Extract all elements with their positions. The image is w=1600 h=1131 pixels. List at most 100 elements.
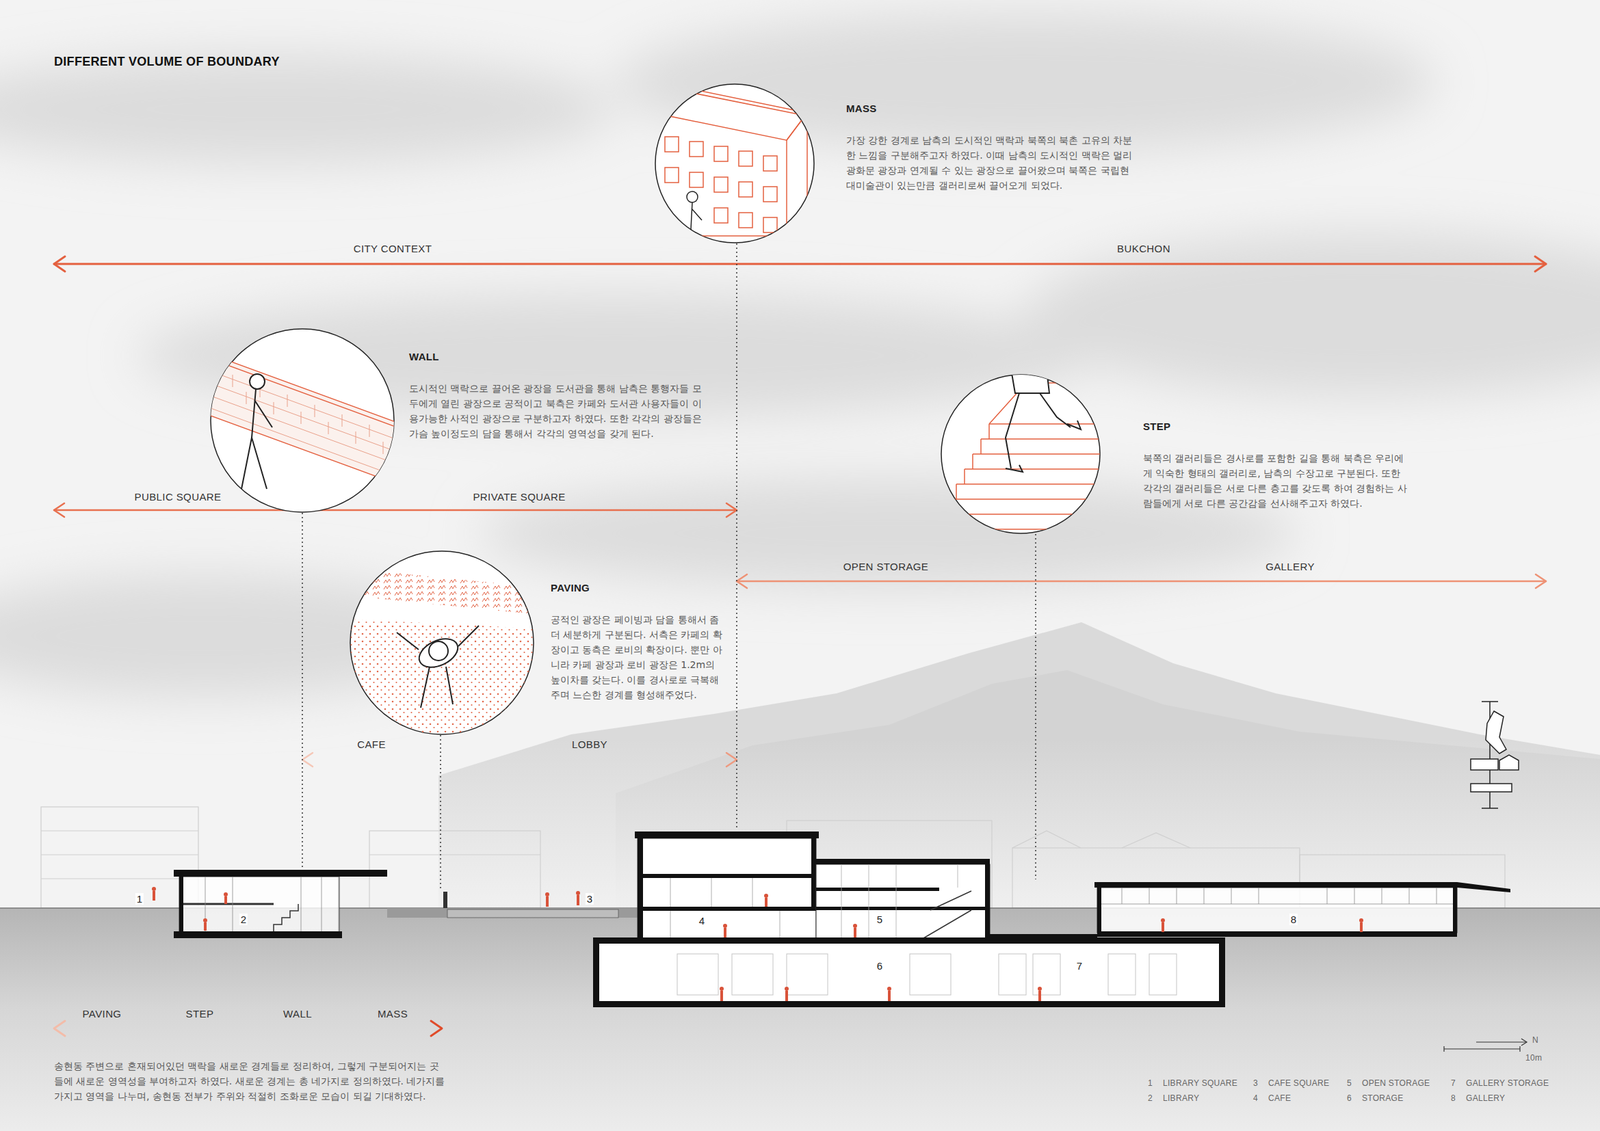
boundary-label: OPEN STORAGE (843, 560, 929, 573)
section-cut-g-rect (1108, 954, 1136, 996)
people-figures-circle (223, 892, 228, 897)
callout-number: 5 (875, 913, 884, 926)
people-figures-rect (1359, 922, 1363, 933)
section-cut-g-line (670, 911, 672, 939)
section-cut-g (677, 954, 1177, 996)
legend-name: CAFE SQUARE (1268, 1078, 1330, 1089)
mass-circle-g-path (684, 202, 702, 247)
mass-circle-g-rect (664, 136, 679, 152)
section-cut-rect (443, 892, 448, 909)
step-circle-g-path (1011, 369, 1050, 394)
callout-body: 북쪽의 갤러리들은 경사로를 포함한 길을 통해 북측은 우리에게 익숙한 형태… (1143, 450, 1410, 511)
paving-circle-g-g-circle (428, 641, 449, 661)
wall-circle-g-g-path (246, 391, 384, 455)
callout-number: 4 (697, 915, 706, 927)
mass-circle-g-rect (738, 181, 753, 198)
scale-label: PAVING (82, 1008, 122, 1020)
mass-circle (653, 84, 815, 247)
mass-circle-circle (655, 84, 815, 243)
callout-heading: WALL (409, 350, 440, 363)
mass-circle-g-path (786, 112, 808, 236)
section-cut-g-line (711, 878, 713, 908)
boundary-arrows-g-path (726, 503, 737, 518)
section-cut-rect (811, 838, 817, 910)
boundary-arrows-path (54, 1021, 65, 1037)
north-and-scale-line (1443, 1046, 1445, 1053)
section-cut-g-line (1327, 887, 1328, 905)
section-cut-rect (637, 907, 817, 912)
mass-circle-g-rect (689, 141, 704, 157)
legend-name: LIBRARY (1162, 1093, 1200, 1104)
section-cut-g-rect (909, 954, 951, 996)
callout-body: 공적인 광장은 페이빙과 담을 통해서 좀 더 세분하게 구분된다. 서측은 카… (550, 612, 724, 703)
boundary-arrows-line (54, 1028, 442, 1031)
legend-name: STORAGE (1361, 1093, 1404, 1104)
key-plan (1470, 701, 1519, 809)
wall-circle-g-g (205, 369, 411, 482)
wall-circle (205, 329, 411, 513)
mass-circle-g-rect (763, 217, 778, 233)
section-cut-rect (985, 864, 990, 939)
wall-circle-g-g-path (205, 369, 411, 445)
people-figures-rect (764, 898, 768, 908)
people-figures-circle (887, 987, 892, 992)
section-cut-g (841, 864, 958, 939)
people-figures-rect (887, 991, 891, 1002)
section-cut-rect (637, 838, 817, 939)
mass-circle-g-rect (738, 212, 753, 228)
paving-circle-g-g-path (420, 666, 453, 708)
section-cut-g-line (338, 876, 340, 932)
key-plan-rect (1470, 783, 1512, 793)
step-circle (931, 369, 1109, 534)
north-and-scale-line (1519, 1046, 1520, 1053)
north-and-scale-line (1476, 1041, 1527, 1043)
boundary-label: BUKCHON (1117, 242, 1171, 255)
section-cut-rect (634, 831, 819, 839)
legend-number: 1 (1147, 1078, 1153, 1089)
people-figures-circle (719, 987, 724, 992)
scale-bar-label: 10m (1525, 1053, 1542, 1064)
legend-name: CAFE (1268, 1093, 1291, 1104)
boundary-label: CAFE (357, 738, 386, 751)
mass-circle-g-rect (689, 172, 704, 188)
section-cut-g-line (670, 878, 672, 908)
section-cut-rect (989, 934, 1098, 940)
step-circle-g (1005, 369, 1081, 472)
section-cut-rect (816, 887, 940, 892)
people-figures-circle (853, 924, 858, 929)
north-label: N (1532, 1035, 1539, 1046)
mass-circle-g-circle (686, 191, 698, 203)
section-cut-rect (173, 931, 343, 939)
city-context-outlines-path (1012, 831, 1191, 849)
section-cut-rect (637, 874, 817, 879)
legend-number: 7 (1450, 1078, 1456, 1089)
mass-circle-g-rect (714, 177, 728, 193)
people-figures-circle (723, 924, 728, 929)
key-plan-line (1481, 701, 1499, 703)
section-cut-g-line (868, 864, 870, 939)
people-figures-rect (1038, 991, 1042, 1002)
section-cut-g-line (1354, 887, 1356, 905)
section-cut-rect (816, 864, 990, 939)
boundary-label: LOBBY (571, 738, 608, 751)
scale-label: MASS (377, 1008, 408, 1020)
section-cut-g-line (1409, 887, 1410, 905)
city-context-outlines-rect (41, 807, 199, 909)
mass-circle-g (653, 85, 808, 236)
paving-circle-g-g-ellipse (414, 633, 463, 674)
scale-label: WALL (283, 1008, 312, 1020)
diagram-caption: 송현동 주변으로 혼재되어있던 맥락을 새로운 경계들로 정리하여, 그렇게 구… (54, 1058, 448, 1105)
section-cut-rect (593, 938, 600, 1007)
people-figures (151, 887, 1364, 1002)
callout-number: 1 (135, 893, 144, 906)
boundary-arrows-path (302, 753, 313, 767)
people-figures-rect (576, 895, 580, 906)
callout-body: 도시적인 맥락으로 끌어온 광장을 도서관을 통해 남측은 통행자들 모두에게 … (409, 381, 704, 442)
section-cut-rect (447, 909, 619, 918)
sky-g-ellipse (1026, 232, 1600, 397)
legend-number: 2 (1147, 1093, 1153, 1104)
leader-lines (302, 243, 1036, 890)
section-cut-g-line (779, 911, 781, 939)
legend-name: GALLERY (1465, 1093, 1505, 1104)
